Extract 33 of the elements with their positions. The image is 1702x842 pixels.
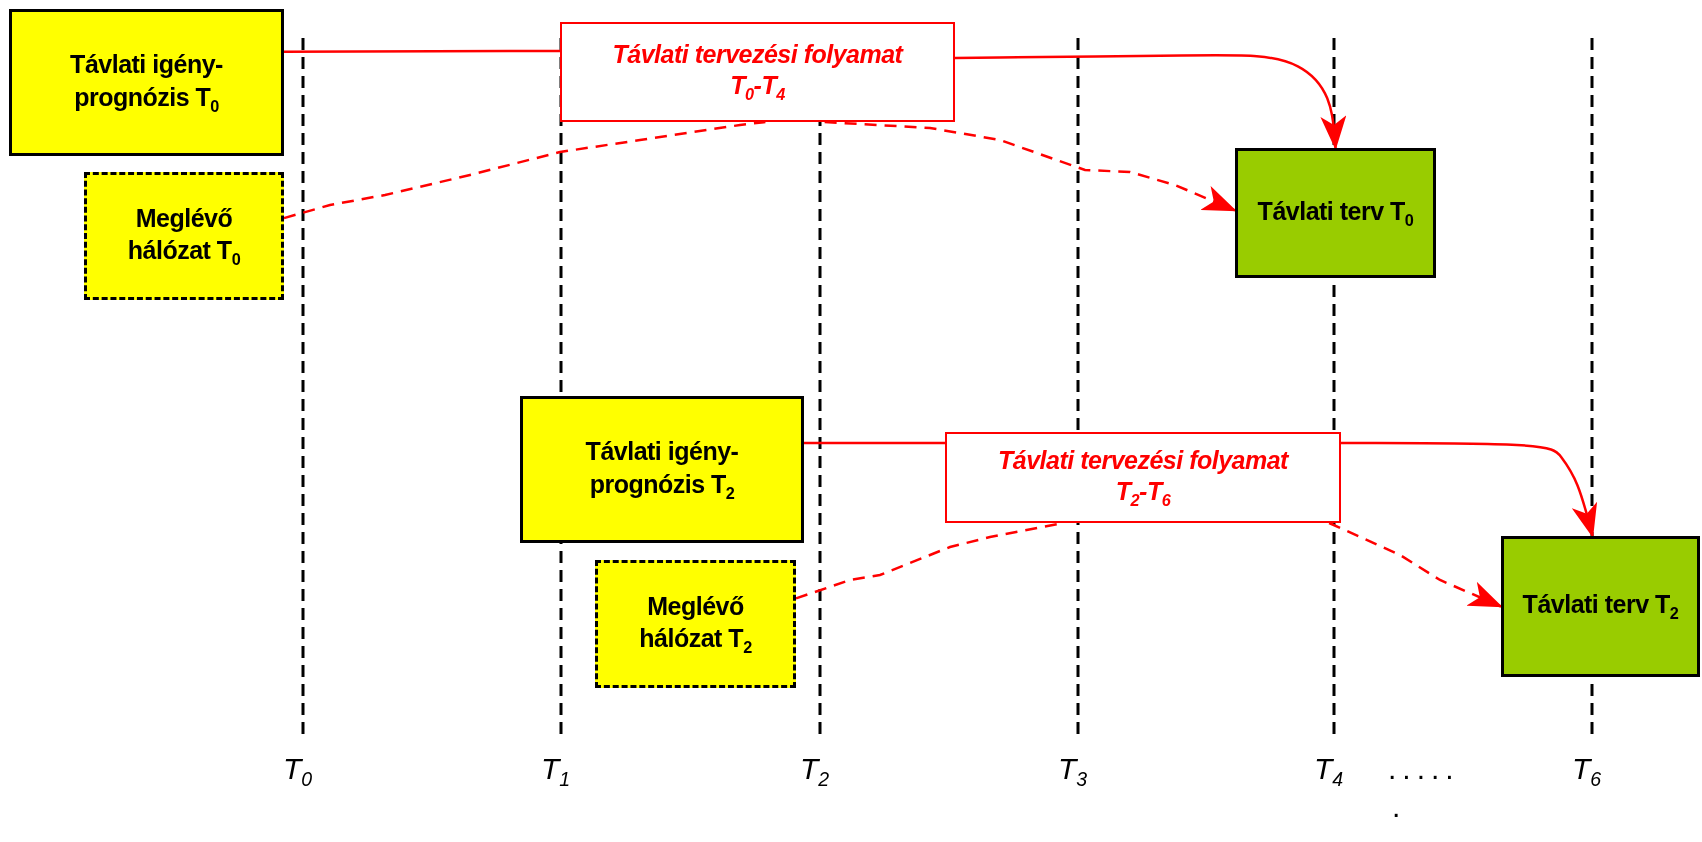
process-box (520, 396, 804, 543)
box-label: Távlati terv T$_{2}$ (1522, 589, 1679, 625)
connector-line (283, 120, 766, 220)
process-label: T$_{2}$-T$_{6}$ (1115, 475, 1171, 511)
ellipsis-dot: . (1392, 790, 1401, 824)
arrow (1328, 521, 1503, 608)
arrow (955, 53, 1347, 150)
time-label: T$_{6}$ (1572, 752, 1602, 791)
time-label: T$_{0}$ (283, 752, 313, 791)
process-box (1235, 148, 1436, 278)
process-box (945, 432, 1341, 523)
dashed-input-box (84, 172, 284, 300)
time-label: T$_{3}$ (1058, 752, 1088, 791)
process-label: Távlati tervezési folyamat (998, 444, 1288, 476)
time-label: T$_{4}$ (1314, 752, 1344, 791)
dashed-input-box (595, 560, 796, 688)
ellipsis-dots: ..... (1388, 752, 1460, 786)
arrow (824, 120, 1237, 212)
process-label: Távlati tervezési folyamat (612, 39, 903, 71)
time-label: T$_{2}$ (800, 752, 830, 791)
connector-line (804, 441, 945, 445)
box-label: Távlati igény-prognózis T$_{2}$ (584, 436, 740, 504)
arrow (1341, 441, 1598, 538)
box-label: Távlati terv T$_{0}$ (1257, 195, 1414, 231)
time-label: T$_{1}$ (541, 752, 571, 791)
connector-line (284, 49, 560, 53)
box-label: Meglévő hálózat T$_{2}$ (638, 590, 753, 659)
process-box (1501, 536, 1700, 677)
box-label: Távlati igény-prognózis T$_{0}$ (69, 49, 224, 117)
process-label: T$_{0}$-T$_{4}$ (730, 70, 785, 105)
process-box (9, 9, 284, 156)
process-box (560, 22, 955, 122)
box-label: Meglévő hálózat T$_{0}$ (126, 202, 242, 271)
